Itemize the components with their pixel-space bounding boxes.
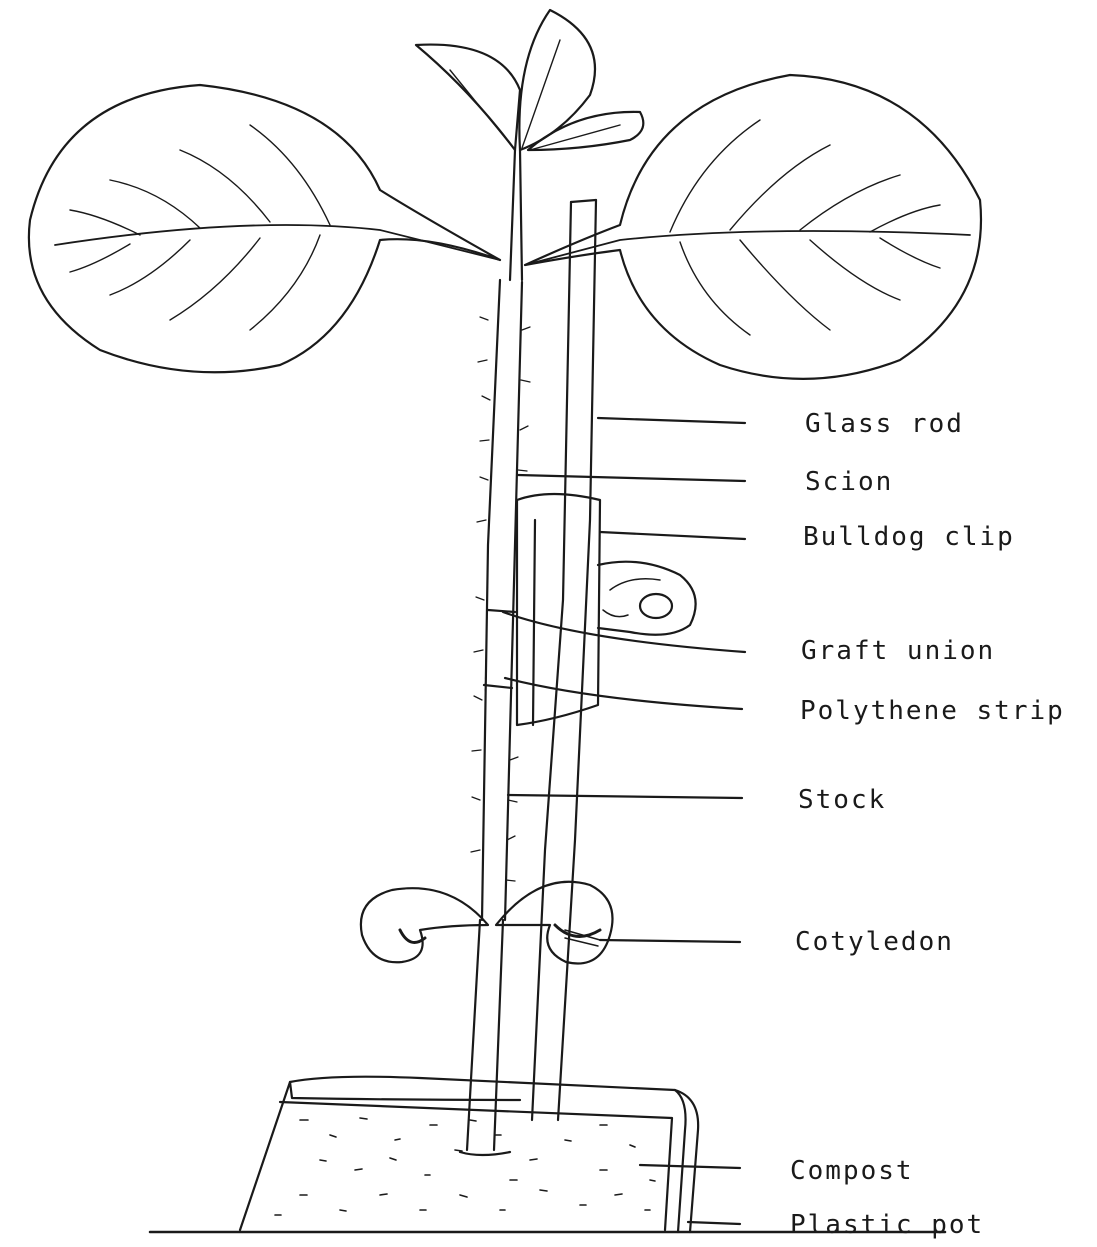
label-scion: Scion: [805, 469, 893, 495]
apical-leaves: [416, 10, 643, 280]
label-polythene-strip: Polythene strip: [800, 698, 1065, 724]
graft-union: [484, 610, 515, 688]
label-glass-rod: Glass rod: [805, 411, 964, 437]
leader-polythene-strip: [505, 678, 742, 709]
bulldog-clip: [517, 494, 696, 725]
main-stem: [471, 280, 530, 920]
label-compost: Compost: [790, 1158, 914, 1184]
leader-lines: [503, 418, 745, 1224]
leader-scion: [518, 475, 745, 481]
label-stock: Stock: [798, 787, 886, 813]
label-graft-union: Graft union: [801, 638, 995, 664]
leader-cotyledon: [600, 940, 740, 942]
leader-plastic-pot: [688, 1222, 740, 1224]
cotyledons: [361, 882, 613, 964]
label-bulldog-clip: Bulldog clip: [803, 524, 1015, 550]
label-plastic-pot: Plastic pot: [790, 1212, 984, 1238]
leader-stock: [508, 795, 742, 798]
stock-lower-stem: [460, 920, 510, 1155]
compost: [275, 1102, 672, 1230]
left-leaf: [29, 85, 500, 372]
leader-glass-rod: [598, 418, 745, 423]
leader-bulldog-clip: [600, 532, 745, 539]
label-cotyledon: Cotyledon: [795, 929, 954, 955]
leader-compost: [640, 1165, 740, 1168]
glass-rod: [532, 200, 596, 1120]
